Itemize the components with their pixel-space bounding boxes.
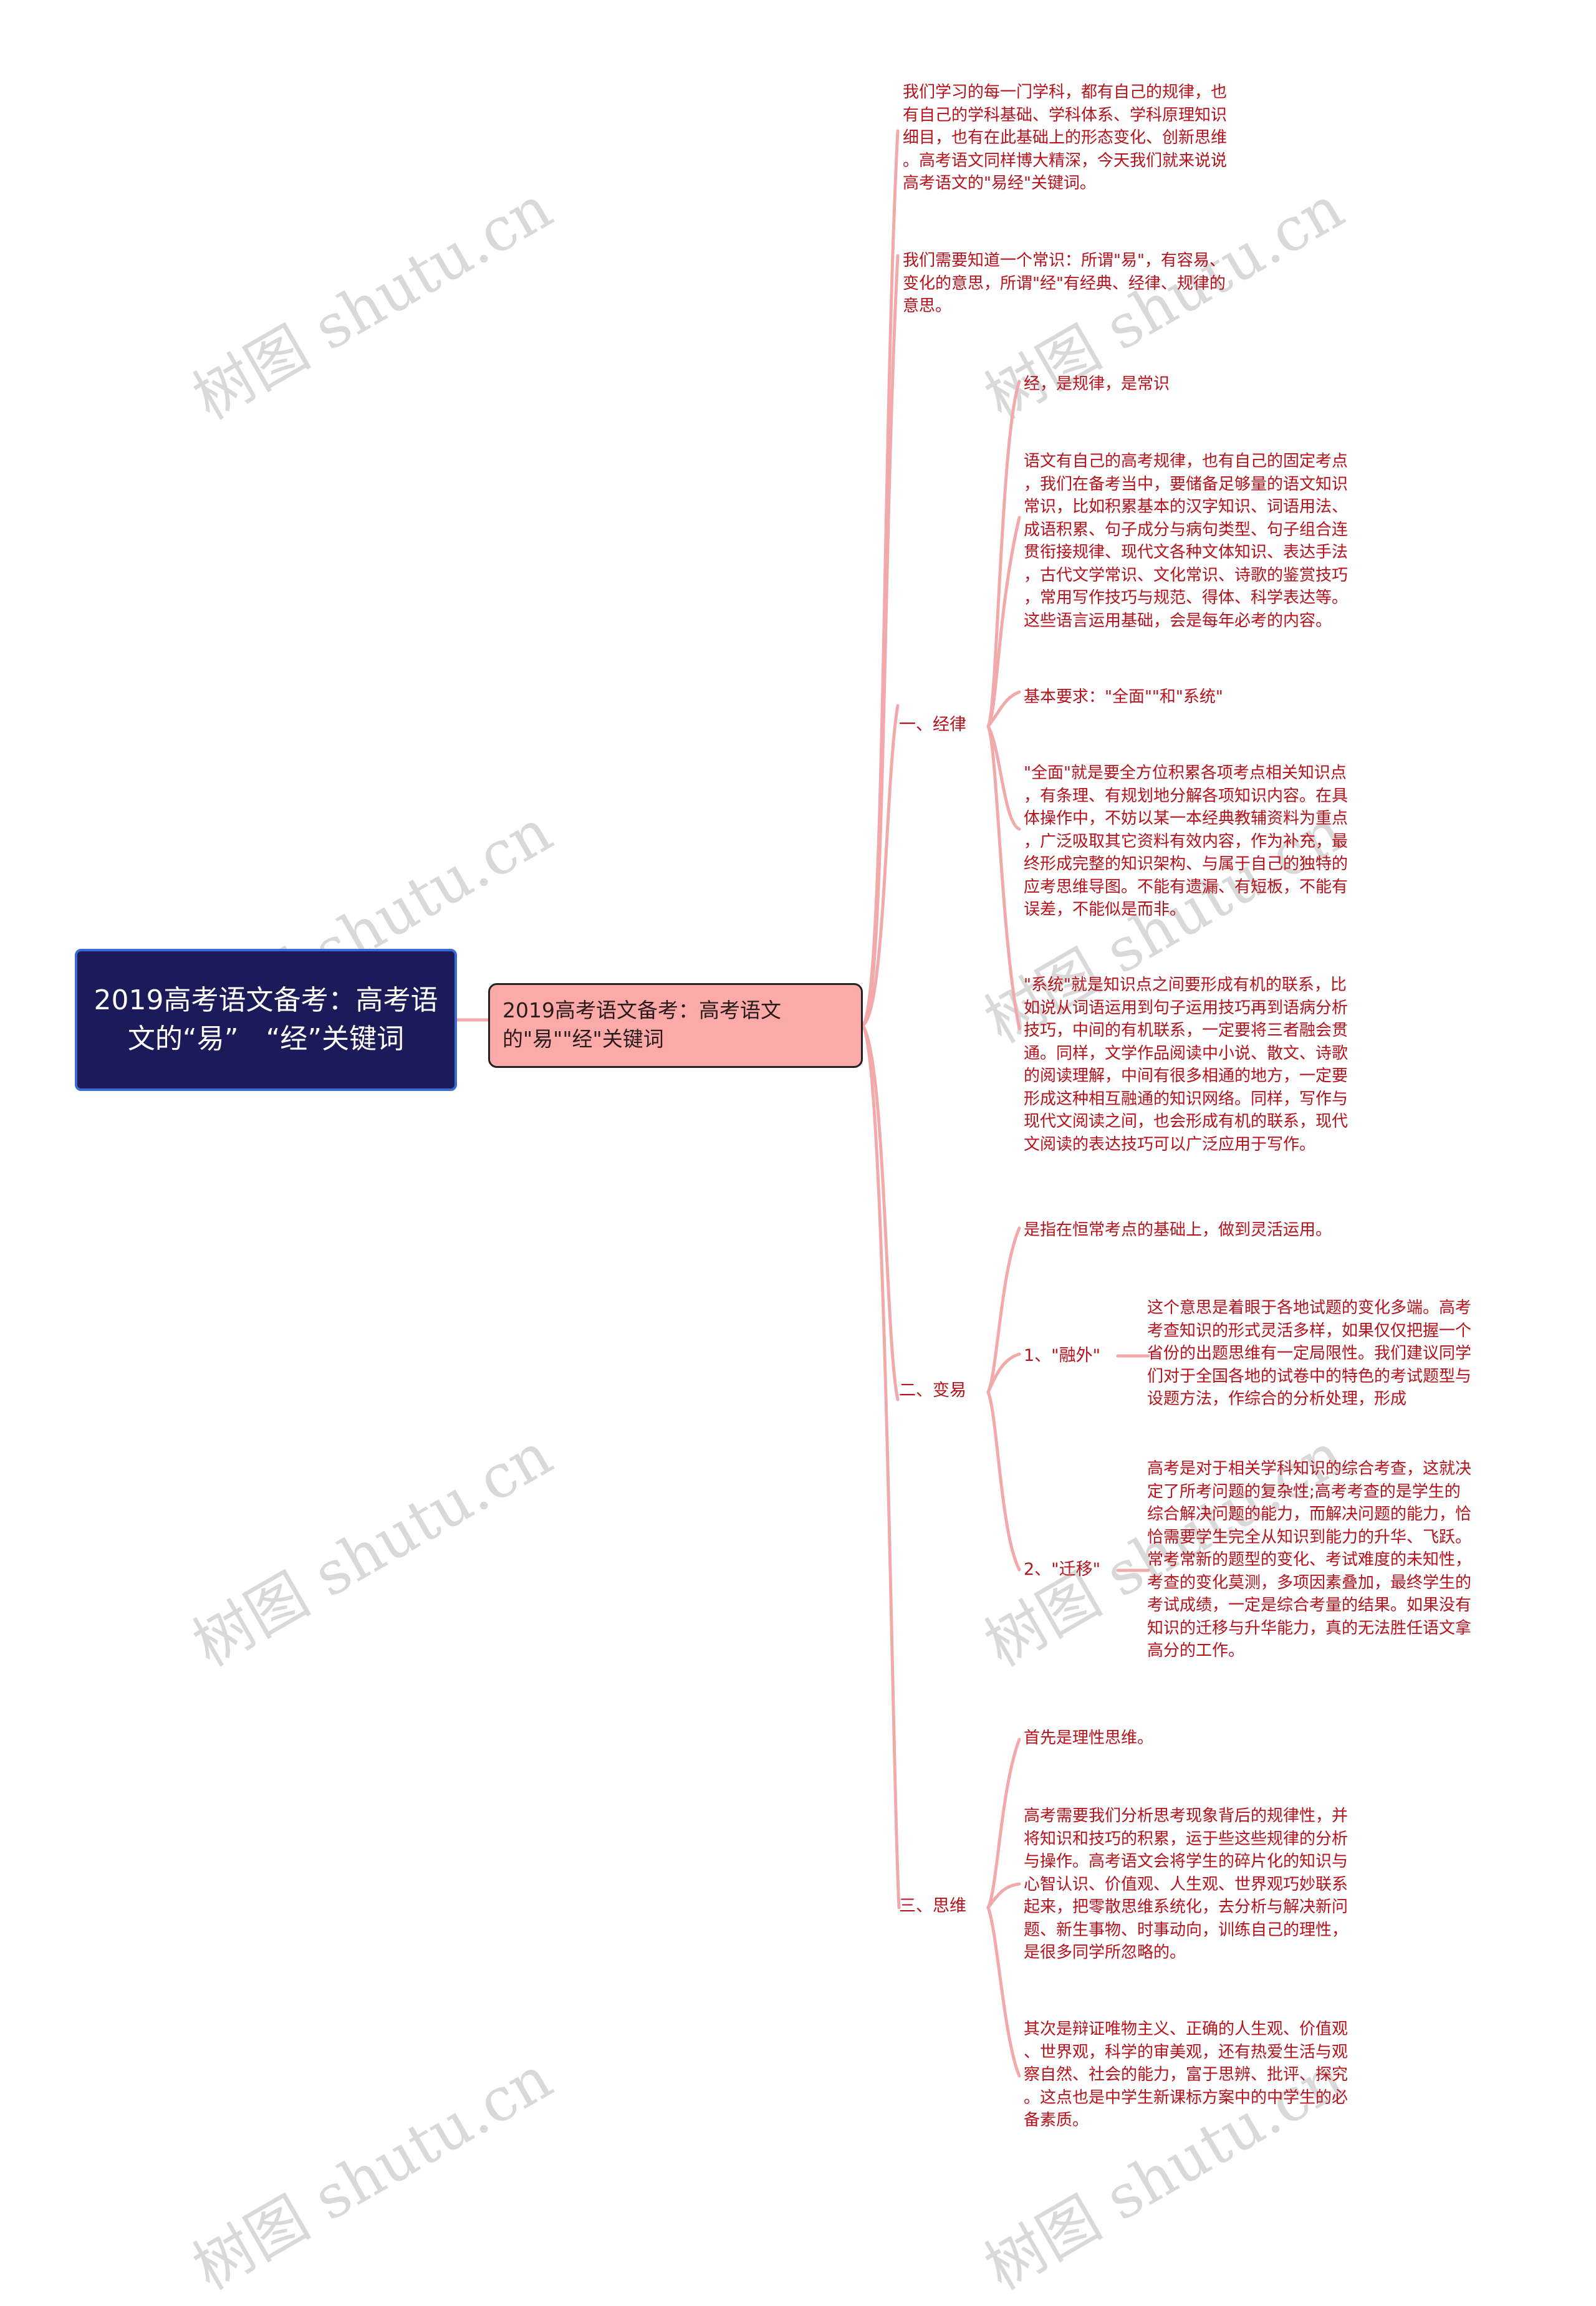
leaf-node[interactable]: "全面"就是要全方位积累各项考点相关知识点 ，有条理、有规划地分解各项知识内容。… [1024, 764, 1348, 919]
branch-node-jinglv[interactable]: 一、经律 [899, 715, 966, 734]
leaf-node[interactable]: 高考需要我们分析思考现象背后的规律性，并 将知识和技巧的积累，运于些这些规律的分… [1024, 1807, 1348, 1962]
root-title: 2019高考语文备考：高考语文的“易” “经”关键词 [94, 984, 438, 1055]
branch-node-bianyi[interactable]: 二、变易 [899, 1381, 966, 1400]
branch-node-siwei[interactable]: 三、思维 [899, 1896, 966, 1916]
main-topic-label: 2019高考语文备考：高考语文的"易""经"关键词 [502, 998, 781, 1051]
leaf-node[interactable]: 基本要求："全面""和"系统" [1024, 688, 1223, 706]
leaf-node[interactable]: 高考是对于相关学科知识的综合考查，这就决 定了所考问题的复杂性;高考考查的是学生… [1147, 1459, 1472, 1660]
mindmap-canvas: 树图 shutu.cn 树图 shutu.cn 树图 shutu.cn 树图 s… [75, 83, 1472, 2304]
intro-leaf[interactable]: 我们学习的每一门学科，都有自己的规律，也 有自己的学科基础、学科体系、学科原理知… [903, 83, 1228, 193]
leaf-node[interactable]: 其次是辩证唯物主义、正确的人生观、价值观 、世界观，科学的审美观，还有热爱生活与… [1024, 2020, 1348, 2130]
leaf-node[interactable]: 首先是理性思维。 [1024, 1729, 1154, 1747]
leaf-node[interactable]: 是指在恒常考点的基础上，做到灵活运用。 [1024, 1221, 1332, 1239]
leaf-node[interactable]: 经，是规律，是常识 [1024, 375, 1170, 393]
leaf-node[interactable]: 这个意思是着眼于各地试题的变化多端。高考 考查知识的形式灵活多样，如果仅仅把握一… [1147, 1299, 1472, 1408]
sub-node-qianyi[interactable]: 2、"迁移" [1024, 1560, 1101, 1579]
intro-leaf[interactable]: 我们需要知道一个常识：所谓"易"，有容易、 变化的意思，所谓"经"有经典、经律、… [903, 251, 1226, 315]
main-topic-node[interactable]: 2019高考语文备考：高考语文的"易""经"关键词 [488, 983, 863, 1068]
leaf-node[interactable]: 语文有自己的高考规律，也有自己的固定考点 ，我们在备考当中，要储备足够量的语文知… [1024, 452, 1348, 630]
connector-lines [455, 129, 1150, 2078]
root-node[interactable]: 2019高考语文备考：高考语文的“易” “经”关键词 [75, 949, 457, 1091]
leaf-node[interactable]: "系统"就是知识点之间要形成有机的联系，比 如说从词语运用到句子运用技巧再到语病… [1024, 976, 1348, 1154]
sub-node-rongwai[interactable]: 1、"融外" [1024, 1346, 1101, 1365]
